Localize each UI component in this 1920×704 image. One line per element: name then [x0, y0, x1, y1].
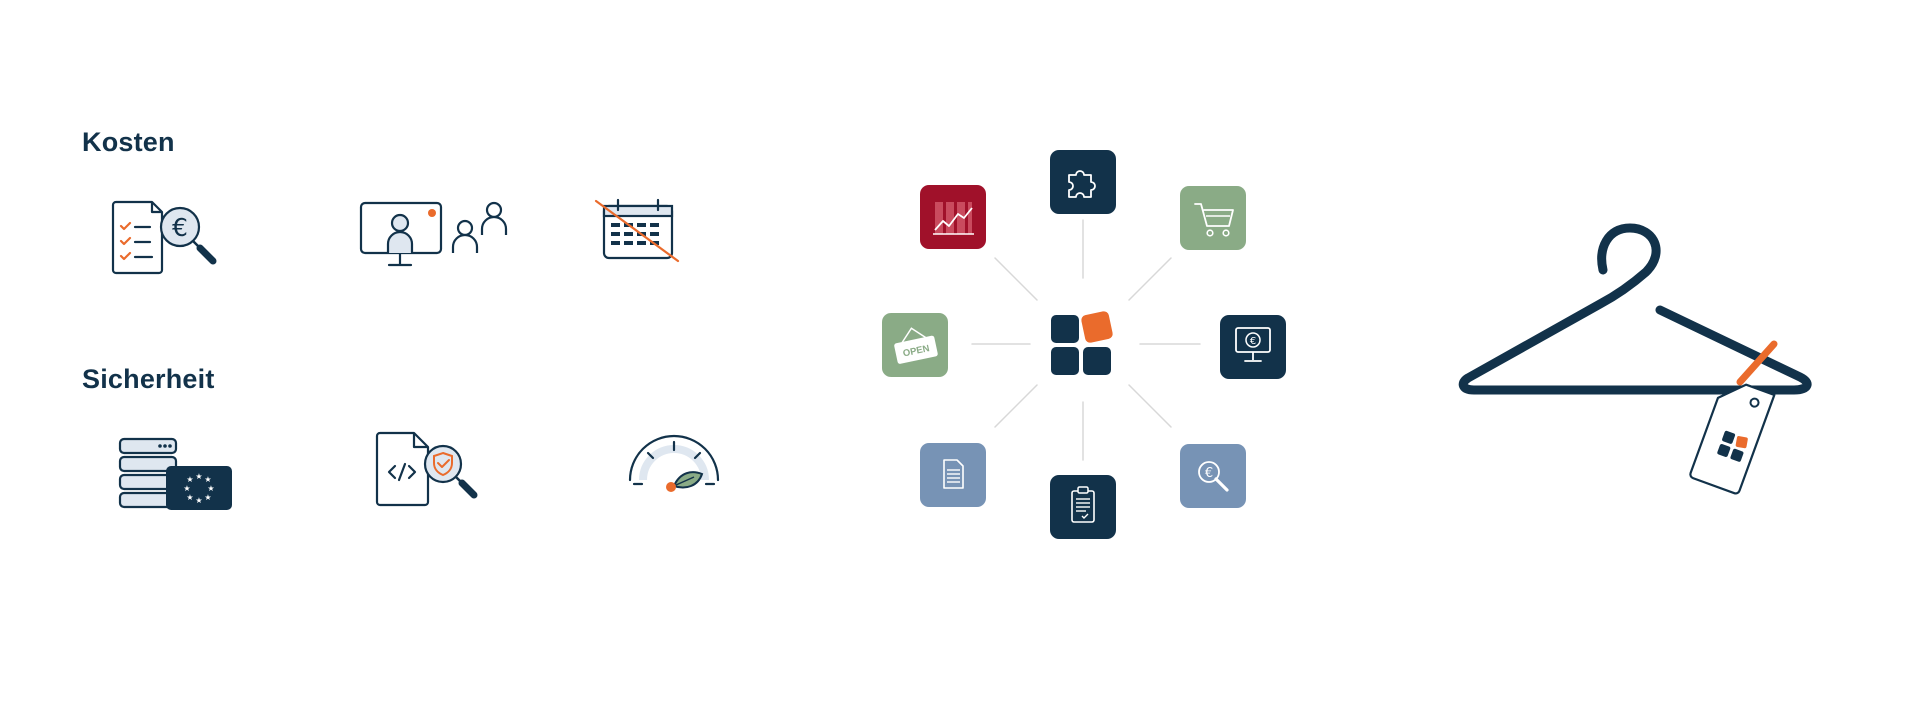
app-grid-logo-icon [1051, 311, 1113, 375]
svg-text:★: ★ [195, 496, 202, 505]
app-integration-hub: OPEN € € [882, 150, 1286, 539]
svg-text:★: ★ [183, 484, 190, 493]
svg-text:★: ★ [204, 475, 211, 484]
video-meeting-icon [359, 201, 508, 267]
svg-text:★: ★ [186, 475, 193, 484]
code-security-search-icon [375, 431, 478, 507]
search-euro-symbol: € [1205, 466, 1213, 481]
checklist-euro-search-icon: € [111, 200, 217, 275]
terminal-euro-symbol: € [1250, 336, 1256, 347]
clipboard-app-icon[interactable] [1050, 475, 1116, 539]
analytics-app-icon[interactable] [920, 185, 986, 249]
open-sign-app-icon[interactable]: OPEN [882, 313, 948, 377]
svg-text:★: ★ [204, 493, 211, 502]
security-heading: Sicherheit [82, 364, 215, 394]
eco-speedometer-icon [628, 434, 720, 492]
cart-app-icon[interactable] [1180, 186, 1246, 250]
hanger-price-tag-icon [1458, 223, 1812, 495]
costs-heading: Kosten [82, 127, 175, 157]
svg-text:★: ★ [186, 493, 193, 502]
eu-server-icon: ★★★★ ★★★★ [118, 437, 232, 510]
euro-search-app-icon[interactable]: € [1180, 444, 1246, 508]
svg-text:★: ★ [207, 484, 214, 493]
svg-text:★: ★ [195, 472, 202, 481]
payment-terminal-app-icon[interactable]: € [1220, 315, 1286, 379]
euro-symbol: € [172, 213, 188, 242]
document-app-icon[interactable] [920, 443, 986, 507]
puzzle-app-icon[interactable] [1050, 150, 1116, 214]
no-calendar-icon [594, 198, 680, 263]
